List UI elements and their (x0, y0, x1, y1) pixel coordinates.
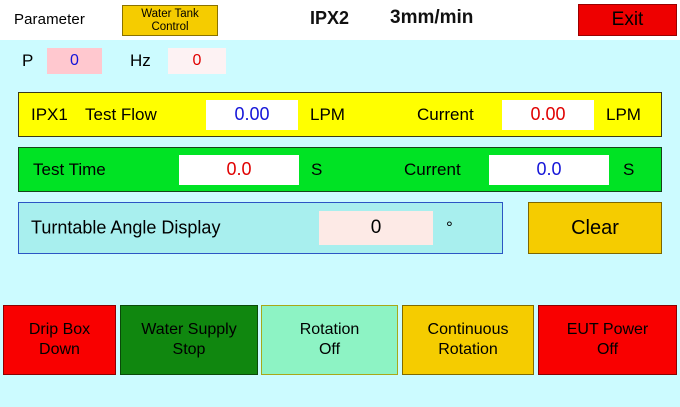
pressure-frequency-row: P 0 Hz 0 (0, 42, 680, 84)
test-flow-current-field: 0.00 (502, 99, 594, 130)
water-supply-stop-label-line1: Water Supply (141, 321, 237, 338)
exit-button-label: Exit (611, 9, 644, 30)
flow-channel-label: IPX1 (31, 104, 68, 124)
water-supply-stop-label-line2: Stop (172, 341, 206, 358)
test-flow-current-label: Current (417, 104, 474, 124)
test-mode-label: IPX2 (310, 8, 350, 28)
test-time-current-label: Current (404, 159, 461, 179)
test-flow-setpoint-field[interactable]: 0.00 (206, 99, 298, 130)
degree-unit-icon: ° (446, 218, 453, 237)
control-button-row: Drip Box Down Water Supply Stop Rotation… (0, 305, 680, 375)
water-tank-control-label-line2: Control (151, 20, 189, 33)
test-flow-label: Test Flow (85, 104, 157, 124)
turntable-angle-panel: Turntable Angle Display 0 ° (18, 202, 503, 254)
turntable-angle-value: 0 (319, 211, 433, 245)
drip-box-down-button[interactable]: Drip Box Down (3, 305, 116, 375)
exit-button[interactable]: Exit (578, 4, 677, 36)
test-time-panel: Test Time 0.0 S Current 0.0 S (18, 147, 662, 192)
rotation-off-label-line1: Rotation (299, 321, 360, 338)
turntable-angle-label: Turntable Angle Display (31, 217, 221, 238)
clear-button-label: Clear (571, 216, 619, 239)
test-flow-setpoint-unit: LPM (310, 104, 345, 124)
header-bar: Parameter Water Tank Control IPX2 3mm/mi… (0, 0, 680, 40)
pressure-value-field[interactable]: 0 (47, 48, 102, 74)
clear-button[interactable]: Clear (528, 202, 662, 254)
drip-box-down-label-line1: Drip Box (28, 321, 91, 338)
rain-rate-label: 3mm/min (390, 7, 474, 28)
rotation-off-label-line2: Off (318, 341, 341, 358)
frequency-value-field[interactable]: 0 (168, 48, 226, 74)
parameter-label: Parameter (14, 11, 85, 28)
test-time-setpoint-unit: S (311, 159, 323, 179)
water-tank-control-button[interactable]: Water Tank Control (122, 5, 218, 36)
continuous-rotation-label-line1: Continuous (427, 321, 509, 338)
continuous-rotation-button[interactable]: Continuous Rotation (402, 305, 534, 375)
pressure-label: P (22, 51, 34, 70)
eut-power-off-button[interactable]: EUT Power Off (538, 305, 677, 375)
water-supply-stop-button[interactable]: Water Supply Stop (120, 305, 258, 375)
test-time-setpoint-field[interactable]: 0.0 (179, 154, 299, 185)
eut-power-off-label-line1: EUT Power (566, 321, 649, 338)
eut-power-off-label-line2: Off (596, 341, 619, 358)
test-time-current-field: 0.0 (489, 154, 609, 185)
continuous-rotation-label-line2: Rotation (438, 341, 498, 358)
rotation-off-button[interactable]: Rotation Off (261, 305, 398, 375)
test-time-label: Test Time (33, 159, 106, 179)
test-flow-panel: IPX1 Test Flow 0.00 LPM Current 0.00 LPM (18, 92, 662, 137)
drip-box-down-label-line2: Down (39, 341, 80, 358)
frequency-label: Hz (130, 51, 151, 70)
test-time-current-unit: S (623, 159, 635, 179)
test-flow-current-unit: LPM (606, 104, 641, 124)
water-tank-control-label-line1: Water Tank (141, 7, 199, 20)
